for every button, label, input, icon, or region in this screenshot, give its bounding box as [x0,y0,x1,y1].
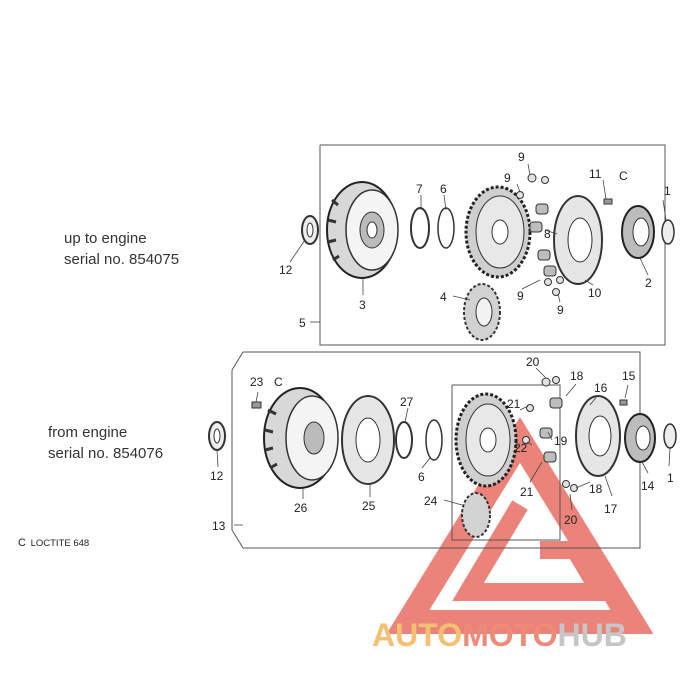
upper-note-line1: up to engine [64,230,147,247]
callout-4: 4 [440,290,447,304]
callout-24: 24 [424,494,438,508]
part-3-clutch-housing [326,181,399,279]
callout-2: 2 [645,276,652,290]
lower-note-line1: from engine [48,424,128,441]
upper-assembly-frame [319,144,666,346]
part-17-pressure-plate [575,395,621,477]
loctite-symbol: C [18,537,26,549]
part-23-screw [251,401,262,409]
lower-serial-note: from engine serial no. 854076 [48,422,163,464]
callout-6-upper: 6 [440,182,447,196]
part-14-bearing [624,413,656,463]
callout-15: 15 [622,369,636,383]
part-1-washer-lower [663,423,677,449]
callout-1-upper: 1 [664,184,671,198]
callout-3: 3 [359,298,366,312]
callout-8: 8 [544,227,551,241]
callout-5: 5 [299,316,306,330]
part-10-pressure-plate [553,195,603,285]
callout-1-lower: 1 [667,471,674,485]
part-26-clutch-housing [263,387,339,489]
callout-9d: 9 [557,303,564,317]
callout-22: 22 [514,441,528,455]
watermark-logo [386,417,654,634]
part-9-fasteners [516,173,564,296]
watermark-part-auto: AUTO [372,617,463,653]
callout-19: 19 [554,434,568,448]
callout-6-lower: 6 [418,470,425,484]
part-7-ring [410,207,430,249]
callout-12-lower: 12 [210,469,224,483]
callout-23: 23 [250,375,264,389]
callout-7: 7 [416,182,423,196]
callout-18b: 18 [589,482,603,496]
callout-16: 16 [594,381,608,395]
leader-lines [216,163,671,526]
callout-10: 10 [588,286,602,300]
upper-note-line2: serial no. 854075 [64,251,180,268]
part-springs-lower [539,397,563,463]
callout-17: 17 [604,502,618,516]
part-8-springs [529,203,557,277]
callout-9a: 9 [518,150,525,164]
part-primary-gear-upper [464,185,532,279]
lower-note-line2: serial no. 854076 [48,445,164,462]
callout-26: 26 [294,501,308,515]
loctite-legend-text: LOCTITE 648 [30,538,90,549]
part-small-fasteners-lower [522,376,578,492]
lower-assembly-frame [231,351,641,549]
callout-18a: 18 [570,369,584,383]
loctite-legend: C LOCTITE 648 [18,537,89,549]
part-1-washer-upper [661,219,675,245]
part-6-ring-upper [437,207,455,249]
part-4-gear [463,283,501,341]
callout-12-upper: 12 [279,263,293,277]
watermark-part-hub: HUB [557,617,627,653]
callout-9c: 9 [517,289,524,303]
callout-11: 11 [589,167,602,181]
callout-25: 25 [362,499,376,513]
callout-13: 13 [212,519,226,533]
callout-23-loctite: C [274,375,283,389]
part-24-gear [461,492,491,538]
callout-27: 27 [400,395,414,409]
part-6-ring-lower [425,419,443,461]
callout-9b: 9 [504,171,511,185]
watermark-text: AUTOMOTOHUB [372,617,627,654]
watermark-part-moto: MOTO [462,617,558,653]
callout-20a: 20 [526,355,540,369]
part-15-screw [619,399,628,406]
upper-serial-note: up to engine serial no. 854075 [64,228,179,270]
callout-21a: 21 [507,397,521,411]
part-27-ring [395,421,413,459]
part-12-washer-lower [208,421,226,451]
part-12-washer-upper [301,215,319,245]
callout-14: 14 [641,479,655,493]
callout-11-loctite: C [619,169,628,183]
part-2-bearing [621,205,655,259]
part-11-screw [603,198,613,205]
callout-labels: 1 2 3 4 5 6 7 8 9 9 9 9 10 11 C 12 12 13… [210,150,674,533]
part-primary-gear-lower [454,392,518,488]
part-25-plate [341,395,395,485]
callout-21b: 21 [520,485,534,499]
callout-20b: 20 [564,513,578,527]
